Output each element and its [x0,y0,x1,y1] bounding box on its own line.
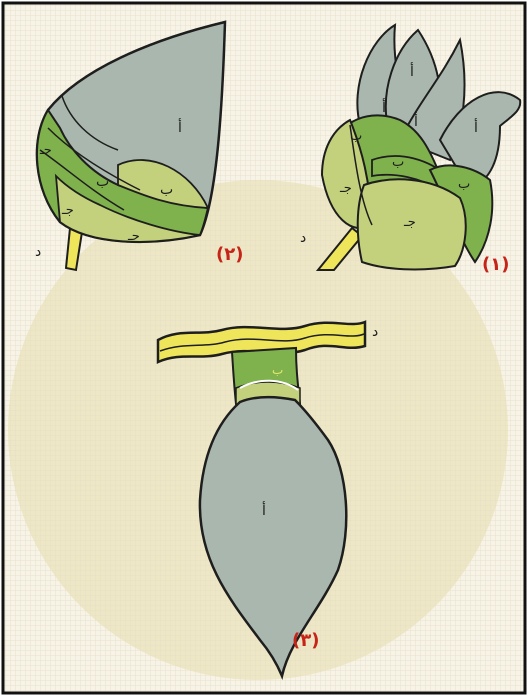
fig2-caption: (٢) [216,244,243,265]
fig1-label-alef-4: أ [474,118,478,136]
fig1-label-ba-2: ب [392,155,404,170]
fig1-label-jim-2: جـ [403,215,416,230]
fig3-label-dal: د [372,324,378,340]
fig1-label-dal: د [300,230,306,246]
fig1-label-jim-1: جـ [339,181,352,196]
fig2-label-ba-2: ب [160,182,173,198]
fig1-label-alef-1: أ [410,62,414,80]
fig2-label-ba-1: ب [96,174,109,190]
fig2-label-jim-2: جـ [127,229,140,244]
fig3-caption: (٣) [292,630,319,651]
fig3-label-alef: أ [262,501,266,519]
fig1-caption: (١) [482,254,509,275]
fig1-label-ba-1: ب [350,129,362,144]
fig2-label-jim-3: جـ [39,143,52,158]
fig2-label-alef: أ [178,118,182,136]
fig2-label-jim-1: جـ [61,203,74,218]
fig1-label-ba-3: ب [458,177,470,192]
fig1-label-alef-3: أ [414,112,418,130]
fig1-label-alef-2: أ [382,98,386,116]
fig2-label-dal: د [35,244,41,260]
fig3-label-ba: ب [272,363,283,377]
